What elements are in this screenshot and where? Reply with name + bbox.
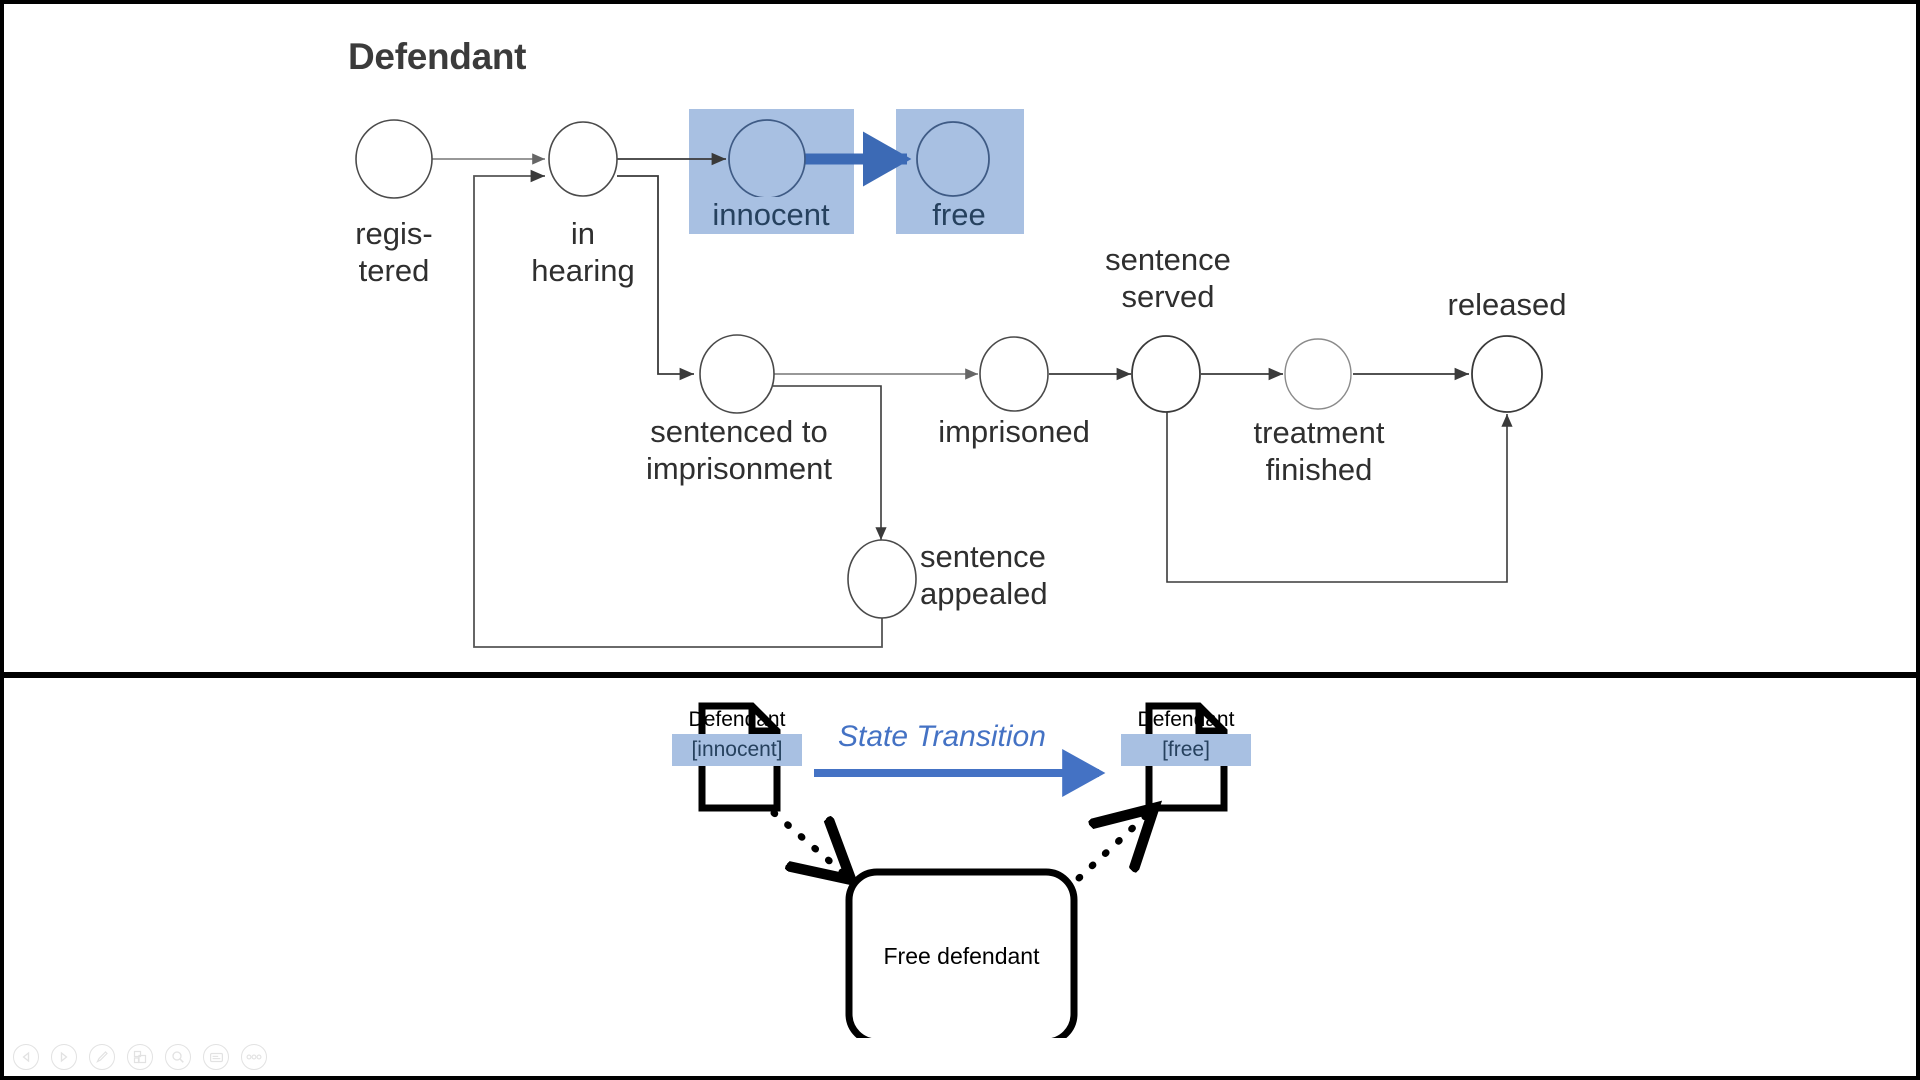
target-document-state: [free] [1121, 734, 1251, 766]
output-flow-dotted [1075, 810, 1152, 882]
state-node-innocent[interactable] [728, 119, 806, 199]
input-flow-dotted [770, 809, 849, 878]
state-node-sentenced-to-imprisonment[interactable] [699, 334, 775, 414]
state-node-imprisoned[interactable] [979, 336, 1049, 412]
state-transition-panel: Defendant [innocent] Defendant [free] St… [4, 678, 1916, 1048]
edge-served-to-released [1166, 409, 1513, 583]
present-button[interactable] [203, 1044, 229, 1070]
state-node-released[interactable] [1471, 335, 1543, 413]
state-machine-panel: Defendant [4, 4, 1916, 676]
screen-icon [209, 1050, 224, 1065]
source-document-state: [innocent] [672, 734, 802, 766]
bottom-toolbar [4, 1038, 1916, 1076]
panel-divider [4, 672, 1916, 678]
magnifier-icon [171, 1050, 185, 1064]
state-node-treatment-finished[interactable] [1284, 338, 1352, 410]
state-machine-graph [355, 119, 1543, 648]
back-button[interactable] [13, 1044, 39, 1070]
edge-appealed-to-in-hearing [473, 169, 883, 648]
pencil-icon [95, 1050, 109, 1064]
page-title: Defendant [348, 36, 527, 77]
state-node-free[interactable] [916, 121, 990, 197]
state-node-sentence-appealed[interactable] [847, 539, 917, 619]
more-button[interactable] [241, 1044, 267, 1070]
ellipsis-icon [246, 1054, 262, 1060]
state-node-sentence-served[interactable] [1131, 335, 1201, 413]
edit-button[interactable] [89, 1044, 115, 1070]
duplicate-button[interactable] [127, 1044, 153, 1070]
source-document-name: Defendant [688, 708, 786, 731]
edge-in-hearing-to-sentenced [617, 175, 694, 381]
layers-icon [133, 1050, 147, 1064]
zoom-button[interactable] [165, 1044, 191, 1070]
state-node-in-hearing[interactable] [548, 121, 618, 197]
activity-label: Free defendant [883, 943, 1040, 969]
edge-sentenced-to-appealed [773, 385, 887, 540]
forward-triangle-icon [58, 1051, 70, 1063]
state-transition-label: State Transition [838, 720, 1046, 753]
forward-button[interactable] [51, 1044, 77, 1070]
state-node-registered[interactable] [355, 119, 433, 199]
target-document-name: Defendant [1137, 708, 1235, 731]
back-triangle-icon [20, 1051, 32, 1063]
